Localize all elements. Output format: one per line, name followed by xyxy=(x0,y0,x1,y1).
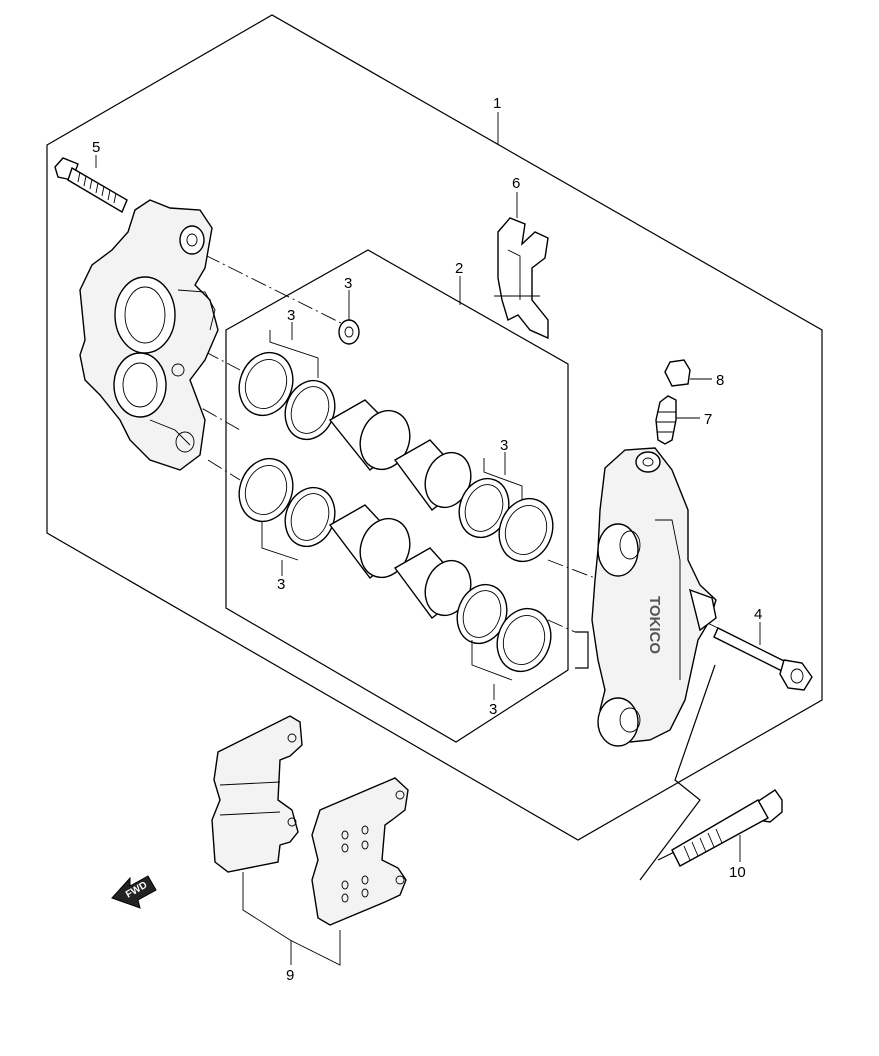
callout-8: 8 xyxy=(716,372,724,389)
assembly-1-frame xyxy=(46,14,823,841)
callout-3-lower-left: 3 xyxy=(277,576,285,593)
bolt-10 xyxy=(671,789,783,867)
callout-5: 5 xyxy=(92,139,100,156)
washer-3 xyxy=(338,319,360,345)
callout-3-washer: 3 xyxy=(344,275,352,292)
pad-spring-6 xyxy=(494,217,549,340)
bleeder-cap-8 xyxy=(664,359,691,387)
leader-lines xyxy=(95,112,761,966)
callout-10: 10 xyxy=(729,864,746,881)
seal-kit-row-upper xyxy=(238,351,554,563)
fwd-direction-arrow: FWD xyxy=(111,875,157,909)
bolt-4 xyxy=(713,627,813,691)
callout-3-upper-left: 3 xyxy=(287,307,295,324)
caliper-left-half xyxy=(79,199,219,471)
callout-7: 7 xyxy=(704,411,712,428)
callout-3-upper-right: 3 xyxy=(500,437,508,454)
kit-2-frame xyxy=(225,249,569,743)
callout-1: 1 xyxy=(493,95,501,112)
callout-9: 9 xyxy=(286,967,294,984)
brake-pads-9 xyxy=(211,715,409,926)
callout-6: 6 xyxy=(512,175,520,192)
seal-kit-row-lower xyxy=(238,457,552,673)
caliper-logo-text: TOKICO xyxy=(646,596,663,654)
callout-3-lower-right: 3 xyxy=(489,701,497,718)
caliper-right-half: TOKICO xyxy=(591,447,717,747)
bleeder-valve-7 xyxy=(655,395,677,445)
bolt-5 xyxy=(54,157,128,214)
callout-4: 4 xyxy=(754,606,762,623)
part-10-boundary xyxy=(639,664,716,881)
center-line-upper xyxy=(204,254,346,326)
callout-2: 2 xyxy=(455,260,463,277)
